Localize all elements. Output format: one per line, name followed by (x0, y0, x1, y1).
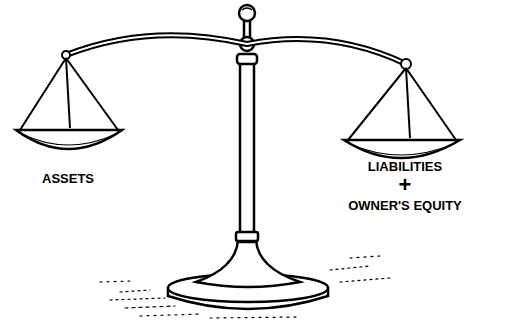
scale-base (168, 240, 328, 309)
pan-label: + (399, 173, 412, 197)
right-pan (344, 68, 460, 158)
scale-beam (62, 35, 411, 69)
pan-label: ASSETS (42, 172, 94, 186)
left-pan (16, 58, 122, 149)
pan-label: OWNER'S EQUITY (348, 199, 462, 213)
